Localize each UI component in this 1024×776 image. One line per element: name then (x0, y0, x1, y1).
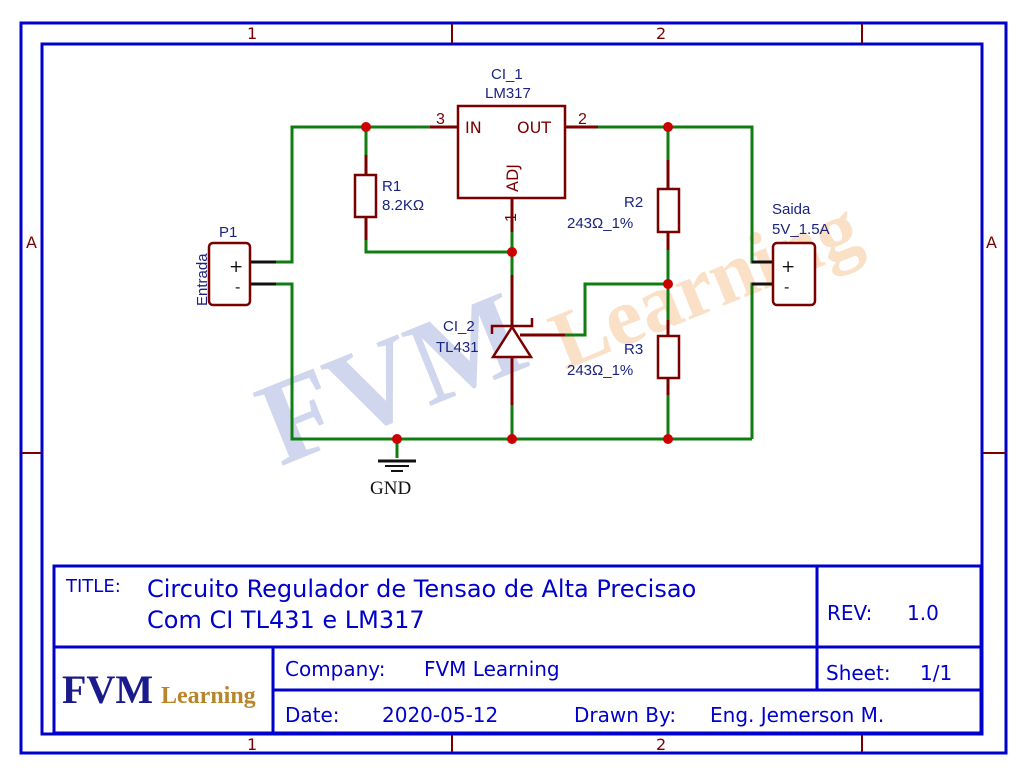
resistor-r1[interactable]: R1 8.2KΩ (353, 173, 424, 219)
lm317-pin-out: OUT (517, 118, 551, 137)
output-ref: Saida (772, 201, 811, 218)
component-pins (250, 125, 773, 405)
lm317-value: LM317 (485, 85, 531, 102)
tl431-ref: CI_2 (443, 318, 475, 335)
lm317-pin-adj: ADJ (503, 164, 522, 192)
junction-dot (361, 122, 371, 132)
r3-value: 243Ω_1% (567, 362, 633, 379)
junctions (361, 122, 673, 444)
logo-learning: Learning (161, 683, 256, 709)
p1-ref: P1 (219, 224, 237, 241)
logo-fvm: FVM (62, 667, 153, 712)
ground-symbol[interactable]: GND (370, 459, 416, 499)
zone-col-label: 1 (247, 24, 257, 43)
tl431-shunt-regulator[interactable]: CI_2 TL431 (436, 318, 534, 359)
junction-dot (663, 434, 673, 444)
junction-dot (507, 434, 517, 444)
lm317-pin-in: IN (465, 118, 482, 137)
p1-plus-label: + (229, 257, 243, 277)
output-plus-label: + (781, 257, 795, 277)
outer-frame (19, 21, 1008, 755)
junction-dot (392, 434, 402, 444)
gnd-label: GND (370, 478, 411, 499)
company-label: Company: (285, 657, 385, 681)
lm317-ref: CI_1 (491, 66, 523, 83)
junction-dot (663, 279, 673, 289)
tl431-value: TL431 (436, 339, 479, 356)
p1-minus-label: - (235, 278, 240, 296)
junction-dot (663, 122, 673, 132)
lm317-pin-num-out: 2 (578, 111, 587, 128)
date-label: Date: (285, 703, 340, 727)
output-connector-saida[interactable]: Saida 5V_1.5A + - (771, 201, 830, 307)
zone-col-label: 2 (656, 735, 666, 754)
sheet-label: Sheet: (826, 661, 891, 685)
date-value: 2020-05-12 (382, 703, 498, 727)
lm317-pin-num-in: 3 (436, 111, 445, 128)
rev-label: REV: (827, 601, 872, 625)
output-minus-label: - (784, 278, 789, 296)
watermark-fvm: FVM (240, 265, 543, 491)
resistor-r2[interactable]: R2 243Ω_1% (567, 187, 681, 234)
drawn-by-label: Drawn By: (574, 703, 676, 727)
r3-ref: R3 (624, 341, 643, 358)
input-connector-p1[interactable]: P1 Entrada + - (194, 224, 252, 307)
lm317-pin-num-adj: 1 (503, 213, 520, 222)
title-label: TITLE: (65, 576, 121, 597)
junction-dot (507, 247, 517, 257)
zone-col-label: 2 (656, 24, 666, 43)
r1-ref: R1 (382, 178, 401, 195)
zone-col-label: 1 (247, 735, 257, 754)
title-line-1: Circuito Regulador de Tensao de Alta Pre… (147, 575, 696, 603)
p1-name: Entrada (194, 253, 211, 306)
r1-value: 8.2KΩ (382, 197, 424, 214)
zone-row-label: A (986, 233, 997, 252)
r2-ref: R2 (624, 194, 643, 211)
title-block: TITLE: Circuito Regulador de Tensao de A… (52, 564, 983, 735)
output-value: 5V_1.5A (772, 221, 830, 238)
rev-value: 1.0 (907, 601, 939, 625)
zone-row-label: A (26, 233, 37, 252)
company-value: FVM Learning (424, 657, 560, 681)
lm317-regulator[interactable]: CI_1 LM317 IN OUT ADJ 3 2 1 (436, 66, 587, 222)
drawn-by-value: Eng. Jemerson M. (710, 703, 884, 727)
r2-value: 243Ω_1% (567, 215, 633, 232)
title-line-2: Com CI TL431 e LM317 (147, 606, 425, 634)
sheet-value: 1/1 (920, 661, 952, 685)
resistor-r3[interactable]: R3 243Ω_1% (567, 334, 681, 380)
